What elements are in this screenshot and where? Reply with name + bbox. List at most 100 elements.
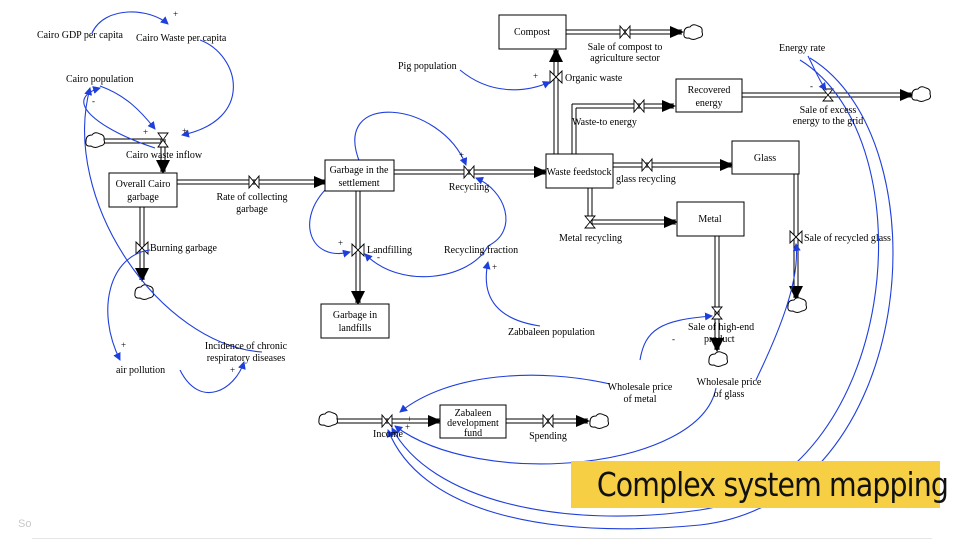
valve-icon bbox=[711, 306, 723, 320]
valve-icon bbox=[789, 229, 803, 245]
flow-label-burning-garbage: Burning garbage bbox=[150, 243, 217, 254]
valve-icon bbox=[248, 174, 260, 190]
flow-label-organic-waste: Organic waste bbox=[565, 73, 623, 84]
var-cairo-gdp[interactable]: Cairo GDP per capita bbox=[37, 30, 124, 41]
polarity-sign: - bbox=[810, 81, 813, 91]
var-wholesale-glass[interactable]: of glass bbox=[714, 389, 745, 400]
valve-icon bbox=[549, 69, 563, 85]
polarity-sign: + bbox=[492, 262, 497, 272]
flow-label-sale-of-high-end: Sale of high-end bbox=[688, 322, 754, 333]
valve-icon bbox=[381, 413, 393, 429]
valve-icon bbox=[641, 157, 653, 173]
flow-label-sale-of-excess-energy: energy to the grid bbox=[793, 116, 864, 127]
stock-label: Compost bbox=[514, 27, 550, 38]
polarity-sign: + bbox=[407, 414, 412, 424]
source-sink-clouds bbox=[85, 24, 931, 429]
causal-links bbox=[83, 11, 894, 530]
stock-label: fund bbox=[464, 428, 482, 439]
valve-icon bbox=[542, 413, 554, 429]
polarity-sign: + bbox=[459, 150, 464, 160]
stock-label: energy bbox=[695, 98, 722, 109]
valve-icon bbox=[157, 132, 169, 148]
valve-icon bbox=[633, 98, 645, 114]
stock-compost[interactable]: Compost bbox=[498, 14, 567, 50]
valve-icon bbox=[619, 24, 631, 40]
flow-pipes bbox=[102, 26, 914, 427]
flow-label-sale-of-compost: agriculture sector bbox=[590, 53, 660, 64]
stock-recovered-energy[interactable]: Recovered energy bbox=[675, 78, 743, 113]
stock-label: Waste feedstock bbox=[547, 167, 612, 178]
stock-label: Garbage in the bbox=[330, 165, 389, 176]
flow-label-sale-of-high-end: product bbox=[704, 334, 735, 345]
var-cairo-population[interactable]: Cairo population bbox=[66, 74, 134, 85]
stock-label: development bbox=[447, 418, 499, 429]
source-note: So bbox=[18, 518, 32, 530]
auxiliary-variables: Cairo GDP per capita Cairo Waste per cap… bbox=[37, 30, 826, 405]
flow-labels: Cairo waste inflow Rate of collecting ga… bbox=[126, 42, 891, 442]
stock-metal[interactable]: Metal bbox=[676, 201, 745, 237]
stock-label: settlement bbox=[338, 178, 379, 189]
var-cairo-waste-per-capita[interactable]: Cairo Waste per capita bbox=[136, 33, 227, 44]
var-pig-population[interactable]: Pig population bbox=[398, 61, 457, 72]
flow-label-spending: Spending bbox=[529, 431, 567, 442]
cloud-icon bbox=[589, 413, 609, 429]
var-recycling-fraction[interactable]: Recycling fraction bbox=[444, 245, 518, 256]
stock-zabaleen-fund[interactable]: Zabaleen development fund bbox=[439, 404, 507, 439]
stock-label: Zabaleen bbox=[455, 408, 492, 419]
title-banner: Complex system mapping bbox=[571, 461, 949, 508]
valve-icon bbox=[584, 215, 596, 229]
polarity-sign: - bbox=[377, 252, 380, 262]
flow-label-cairo-waste-inflow: Cairo waste inflow bbox=[126, 150, 203, 161]
polarity-signs: + + + - + + - + + - + + - + + bbox=[92, 9, 813, 432]
var-wholesale-metal[interactable]: of metal bbox=[623, 394, 656, 405]
valve-icon bbox=[463, 164, 475, 180]
flow-label-metal-recycling: Metal recycling bbox=[559, 233, 622, 244]
flow-label-sale-of-recycled-glass: Sale of recycled glass bbox=[804, 233, 891, 244]
cloud-icon bbox=[134, 284, 154, 300]
polarity-sign: + bbox=[173, 9, 178, 19]
flow-label-waste-to-energy: Waste-to energy bbox=[572, 117, 637, 128]
polarity-sign: - bbox=[92, 96, 95, 106]
stock-label: Glass bbox=[754, 153, 776, 164]
polarity-sign: + bbox=[338, 238, 343, 248]
stock-label: Overall Cairo bbox=[116, 179, 171, 190]
stock-garbage-in-settlement[interactable]: Garbage in the settlement bbox=[324, 159, 395, 192]
var-zabbaleen-population[interactable]: Zabbaleen population bbox=[508, 327, 595, 338]
var-incidence-chronic[interactable]: respiratory diseases bbox=[207, 353, 286, 364]
flow-label-rate-of-collecting: Rate of collecting bbox=[216, 192, 287, 203]
var-wholesale-metal[interactable]: Wholesale price bbox=[608, 382, 673, 393]
flow-label-rate-of-collecting: garbage bbox=[236, 204, 268, 215]
stock-overall-cairo-garbage[interactable]: Overall Cairo garbage bbox=[108, 172, 178, 208]
valve-icon bbox=[351, 242, 365, 258]
polarity-sign: + bbox=[533, 71, 538, 81]
stock-waste-feedstock[interactable]: Waste feedstock bbox=[545, 153, 614, 189]
polarity-sign: + bbox=[121, 340, 126, 350]
stock-label: Garbage in bbox=[333, 310, 377, 321]
stock-label: Metal bbox=[698, 214, 722, 225]
var-air-pollution[interactable]: air pollution bbox=[116, 365, 165, 376]
var-energy-rate[interactable]: Energy rate bbox=[779, 43, 826, 54]
cloud-icon bbox=[787, 297, 807, 313]
flow-label-sale-of-excess-energy: Sale of excess bbox=[800, 105, 857, 116]
cloud-icon bbox=[683, 24, 703, 40]
stock-garbage-in-landfills[interactable]: Garbage in landfills bbox=[320, 303, 390, 339]
stock-label: landfills bbox=[339, 323, 372, 334]
polarity-sign: + bbox=[143, 127, 148, 137]
flow-label-sale-of-compost: Sale of compost to bbox=[588, 42, 663, 53]
flow-valves bbox=[135, 24, 834, 429]
var-incidence-chronic[interactable]: Incidence of chronic bbox=[205, 341, 288, 352]
stock-label: Recovered bbox=[688, 85, 731, 96]
var-wholesale-glass[interactable]: Wholesale price bbox=[697, 377, 762, 388]
cloud-icon bbox=[318, 411, 338, 427]
flow-label-recycling: Recycling bbox=[449, 182, 490, 193]
flow-label-landfilling: Landfilling bbox=[367, 245, 412, 256]
stock-label: garbage bbox=[127, 192, 159, 203]
cloud-icon bbox=[708, 351, 728, 367]
polarity-sign: + bbox=[182, 126, 187, 136]
cloud-icon bbox=[911, 86, 931, 102]
footer-divider bbox=[32, 538, 932, 539]
stock-glass[interactable]: Glass bbox=[731, 140, 800, 175]
polarity-sign: - bbox=[672, 334, 675, 344]
valve-icon bbox=[822, 88, 834, 102]
